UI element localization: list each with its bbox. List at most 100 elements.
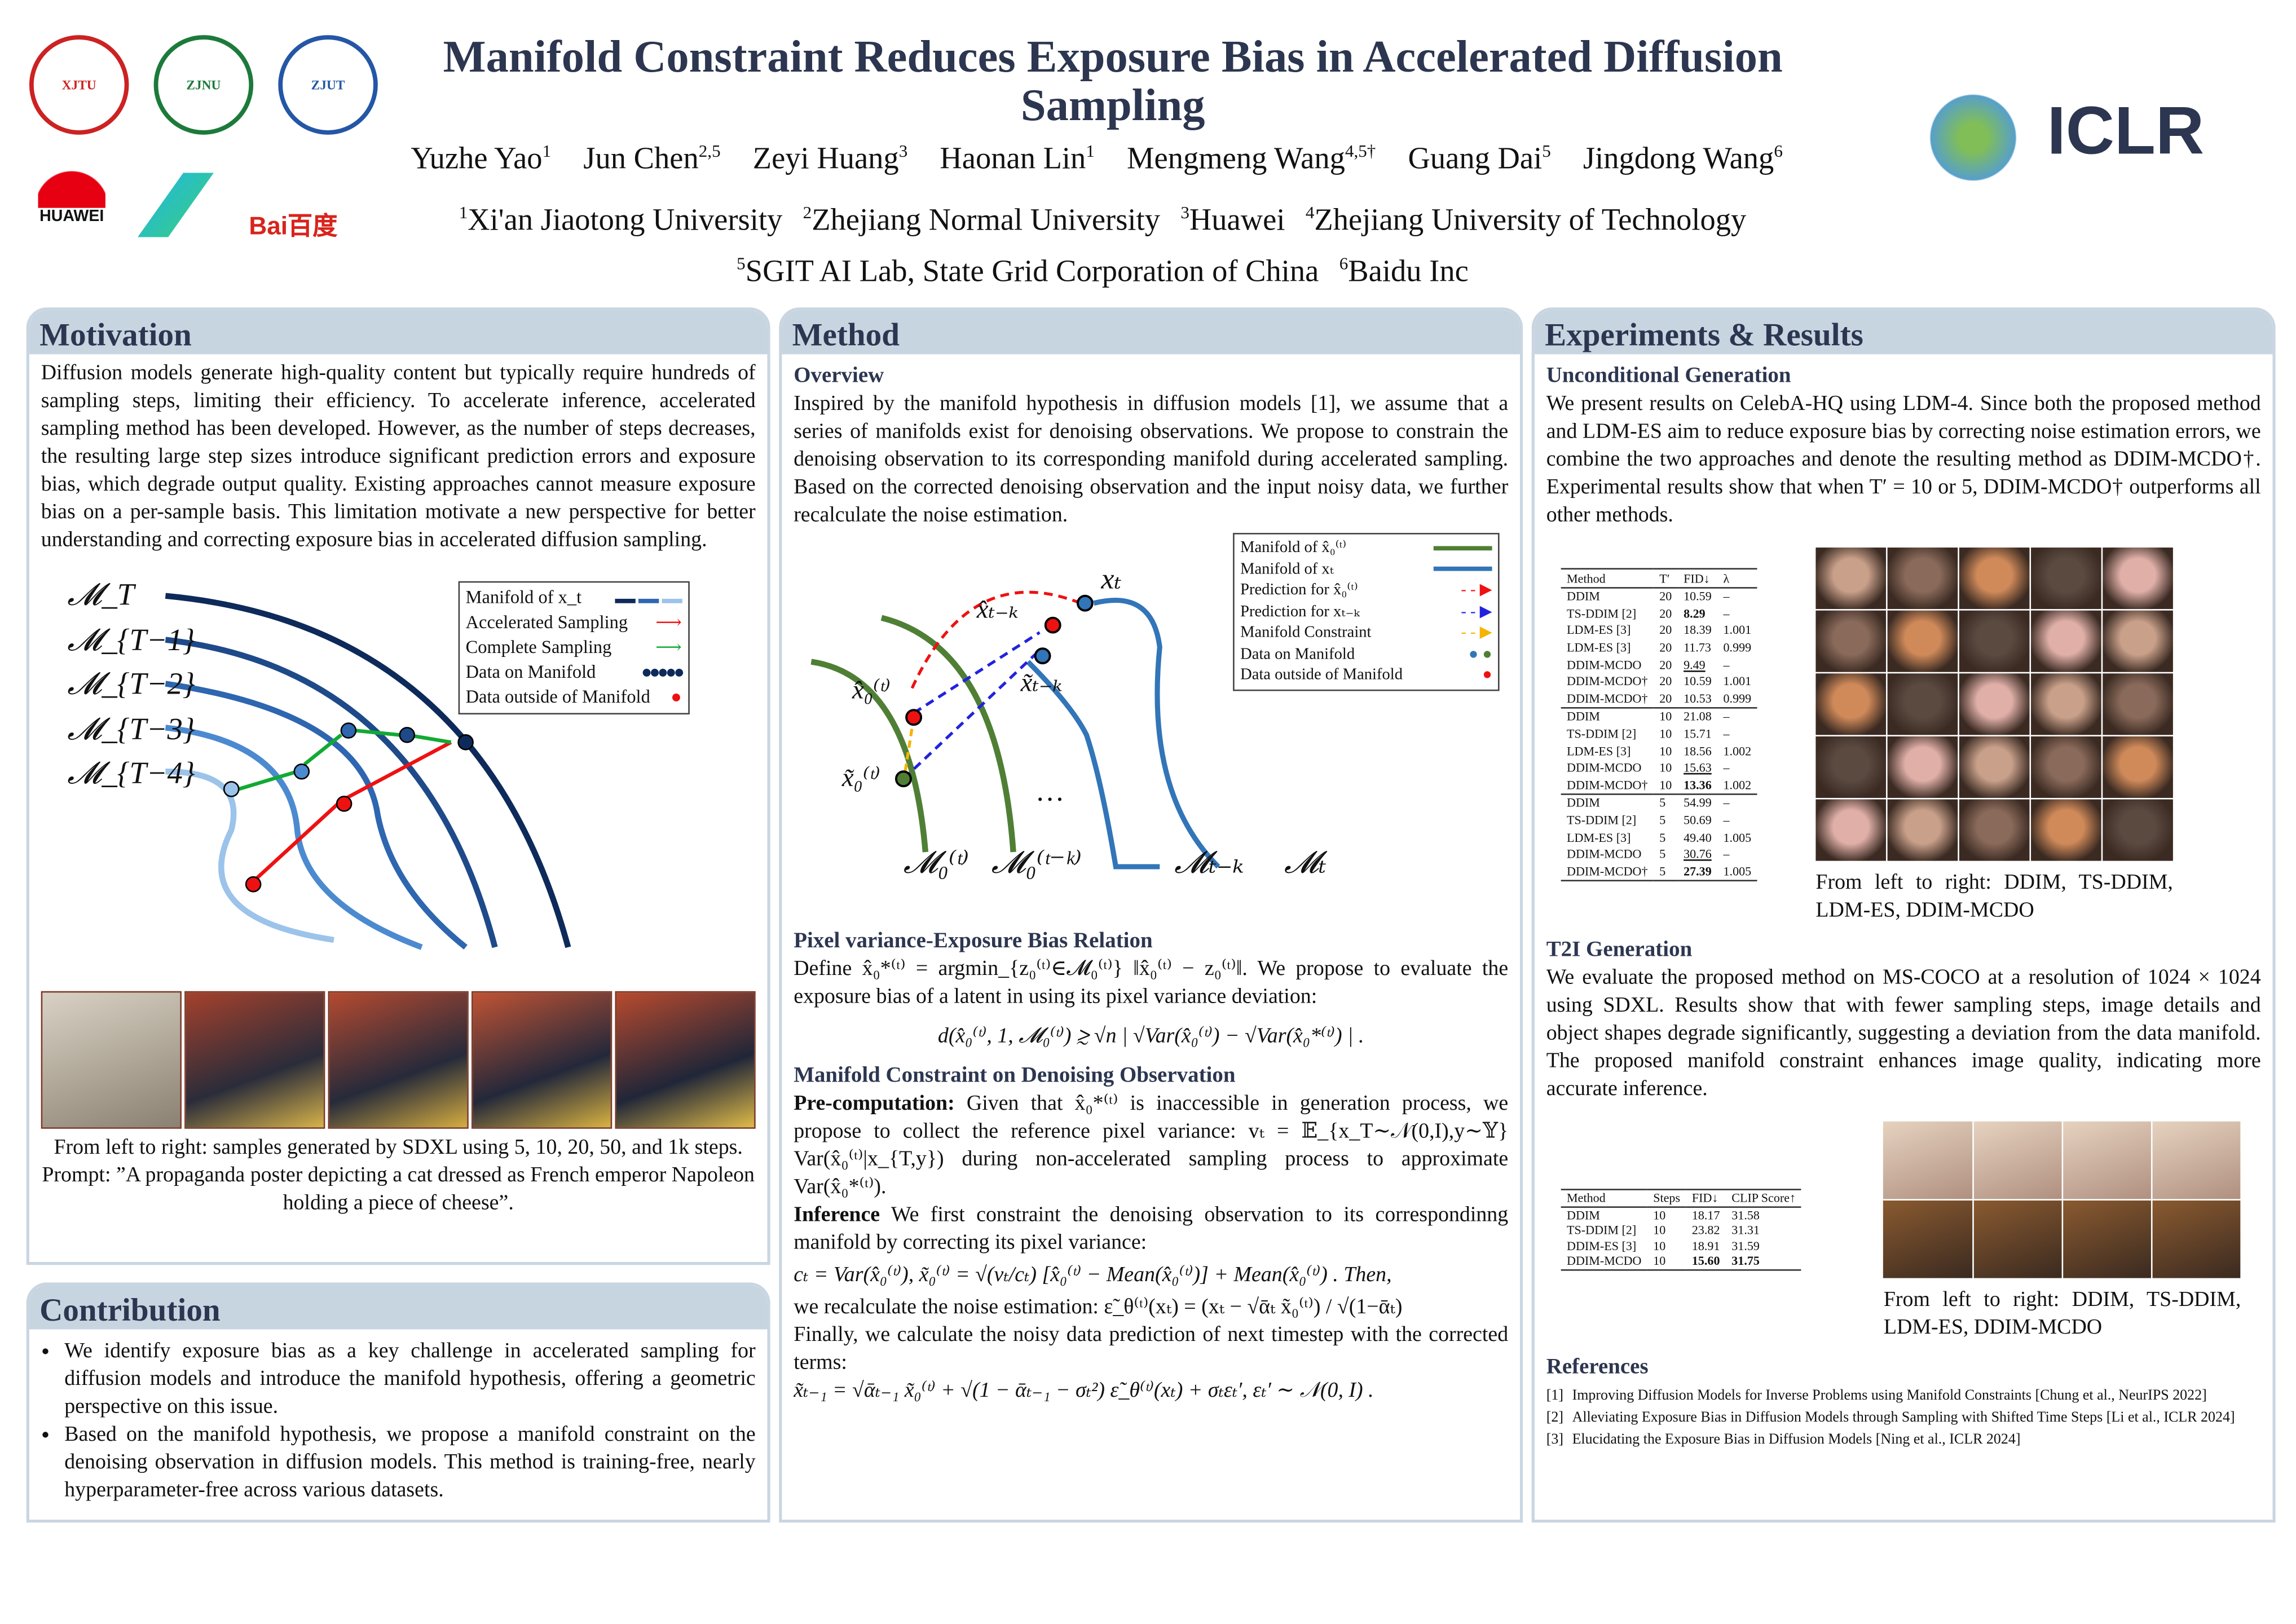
celeba-sample-image: [2031, 548, 2101, 610]
table-cell: 20: [1659, 589, 1672, 604]
contribution-list: We identify exposure bias as a key chall…: [41, 1338, 755, 1505]
label-xtilde0: x̃₀⁽ᵗ⁾: [841, 762, 880, 792]
manifold-label: 𝓜_{T−3}: [67, 710, 195, 746]
table-cell: 10: [1659, 760, 1672, 775]
table-cell: 5: [1659, 829, 1666, 844]
manifold-label: 𝓜_{T−1}: [67, 621, 195, 657]
affiliation: 6Baidu Inc: [1339, 253, 1469, 288]
huawei-logo: HUAWEI: [29, 158, 114, 226]
manifold-curves: [165, 593, 571, 950]
table-cell: 31.59: [1731, 1238, 1760, 1253]
baidu-logo: Bai百度: [249, 212, 338, 240]
column-header: T′: [1659, 570, 1670, 585]
legend-entry: Manifold of xₜ: [1240, 558, 1492, 580]
author-sup: 5: [1542, 140, 1551, 161]
table-cell: 31.75: [1731, 1253, 1760, 1268]
table-cell: 10: [1659, 743, 1672, 758]
table-cell: 23.82: [1691, 1222, 1720, 1237]
legend-swatch: ●●●●●: [641, 661, 685, 682]
reference-item: [2]Alleviating Exposure Bias in Diffusio…: [1546, 1409, 2261, 1428]
legend-swatch: ⟶: [655, 612, 682, 633]
affiliation: 2Zhejiang Normal University: [803, 202, 1160, 237]
legend-label: Data outside of Manifold: [465, 686, 650, 708]
table-cell: –: [1723, 795, 1730, 810]
author: Jingdong Wang6: [1583, 140, 1783, 175]
legend-label: Complete Sampling: [465, 637, 612, 657]
author-sup: 2,5: [698, 140, 721, 161]
table-cell: 5: [1659, 863, 1666, 879]
celeba-sample-image: [1887, 548, 1958, 610]
legend-entry: Manifold of x̂₀⁽ᵗ⁾: [1240, 537, 1492, 559]
table-cell: DDIM: [1567, 1207, 1600, 1222]
table-cell: 15.71: [1684, 726, 1712, 741]
t2i-heading: T2I Generation: [1546, 938, 1693, 962]
legend-label: Data on Manifold: [465, 661, 596, 682]
overview-heading: Overview: [794, 364, 884, 389]
author: Guang Dai5: [1408, 140, 1551, 175]
contribution-item: Based on the manifold hypothesis, we pro…: [64, 1422, 755, 1505]
celeba-sample-image: [2103, 610, 2173, 672]
method-panel: Method Overview Inspired by the manifold…: [779, 307, 1523, 1523]
legend-entry: Prediction for xₜ₋ₖ- - ▶: [1240, 601, 1492, 623]
legend-swatch: - - ▶: [1461, 624, 1492, 642]
affiliation-list: 1Xi'an Jiaotong University 2Zhejiang Norm…: [366, 191, 1859, 293]
table-cell: 1.002: [1723, 776, 1752, 792]
motivation-panel: Motivation Diffusion models generate hig…: [26, 307, 770, 1265]
celeba-sample-image: [2031, 736, 2101, 798]
complete-arrow: [303, 733, 342, 766]
label-m0t: 𝓜₀⁽ᵗ⁾: [903, 845, 969, 880]
affiliation: 1Xi'an Jiaotong University: [459, 202, 783, 237]
reference-item: [3]Elucidating the Exposure Bias in Diff…: [1546, 1431, 2261, 1450]
table-cell: 49.40: [1684, 829, 1712, 844]
data-xtilde-tk: [1034, 647, 1051, 665]
data-xtilde0: [894, 770, 912, 788]
author: Yuzhe Yao1: [411, 140, 551, 175]
celeba-sample-image: [2103, 736, 2173, 798]
reference-text: Elucidating the Exposure Bias in Diffusi…: [1572, 1432, 2021, 1448]
author: Haonan Lin1: [940, 140, 1095, 175]
table-cell: –: [1723, 726, 1730, 741]
table-cell: DDIM-MCDO: [1567, 760, 1642, 775]
coco-sample-image: [2152, 1200, 2241, 1278]
pv-equation: d(x̂₀⁽ᵗ⁾, 1, 𝓜₀⁽ᵗ⁾) ≳ √n | √Var(x̂₀⁽ᵗ⁾) …: [937, 1025, 1364, 1048]
legend-entry: Data on Manifold● ●: [1240, 643, 1492, 665]
celeba-sample-image: [1959, 548, 2030, 610]
table-cell: 21.08: [1684, 709, 1712, 724]
experiments-heading: Experiments & Results: [1534, 310, 2273, 355]
column-header: CLIP Score↑: [1731, 1190, 1796, 1205]
celeba-sample-image: [1959, 736, 2030, 798]
affiliation-sup: 4: [1305, 202, 1315, 223]
zjnu-logo: ZJNU: [153, 35, 254, 135]
cat-image-strip: [41, 991, 756, 1129]
table-cell: 1.005: [1723, 863, 1752, 879]
prediction-xtk-arrow: [913, 631, 1041, 714]
motivation-text: Diffusion models generate high-quality c…: [41, 361, 756, 552]
coco-sample-image: [2152, 1121, 2241, 1199]
uncond-text: We present results on CelebA-HQ using LD…: [1546, 392, 2261, 527]
celeba-sample-image: [1959, 799, 2030, 861]
author-sup: 1: [542, 140, 552, 161]
table-cell: 31.31: [1731, 1222, 1760, 1237]
reference-item: [1]Improving Diffusion Models for Invers…: [1546, 1387, 2261, 1406]
celeba-sample-image: [2103, 548, 2173, 610]
cat-image-10-steps: [184, 991, 325, 1129]
table-cell: 18.56: [1684, 743, 1712, 758]
table-cell: 30.76: [1684, 846, 1712, 861]
author-name: Jingdong Wang: [1583, 140, 1774, 176]
table-cell: 1.002: [1723, 743, 1752, 758]
table-cell: TS-DDIM [2]: [1567, 726, 1637, 741]
manifold-curve: [165, 681, 468, 950]
table-cell: 8.29: [1684, 606, 1706, 621]
author-sup: 1: [1086, 140, 1095, 161]
motivation-heading: Motivation: [29, 310, 768, 355]
celeba-sample-image: [2031, 799, 2101, 861]
